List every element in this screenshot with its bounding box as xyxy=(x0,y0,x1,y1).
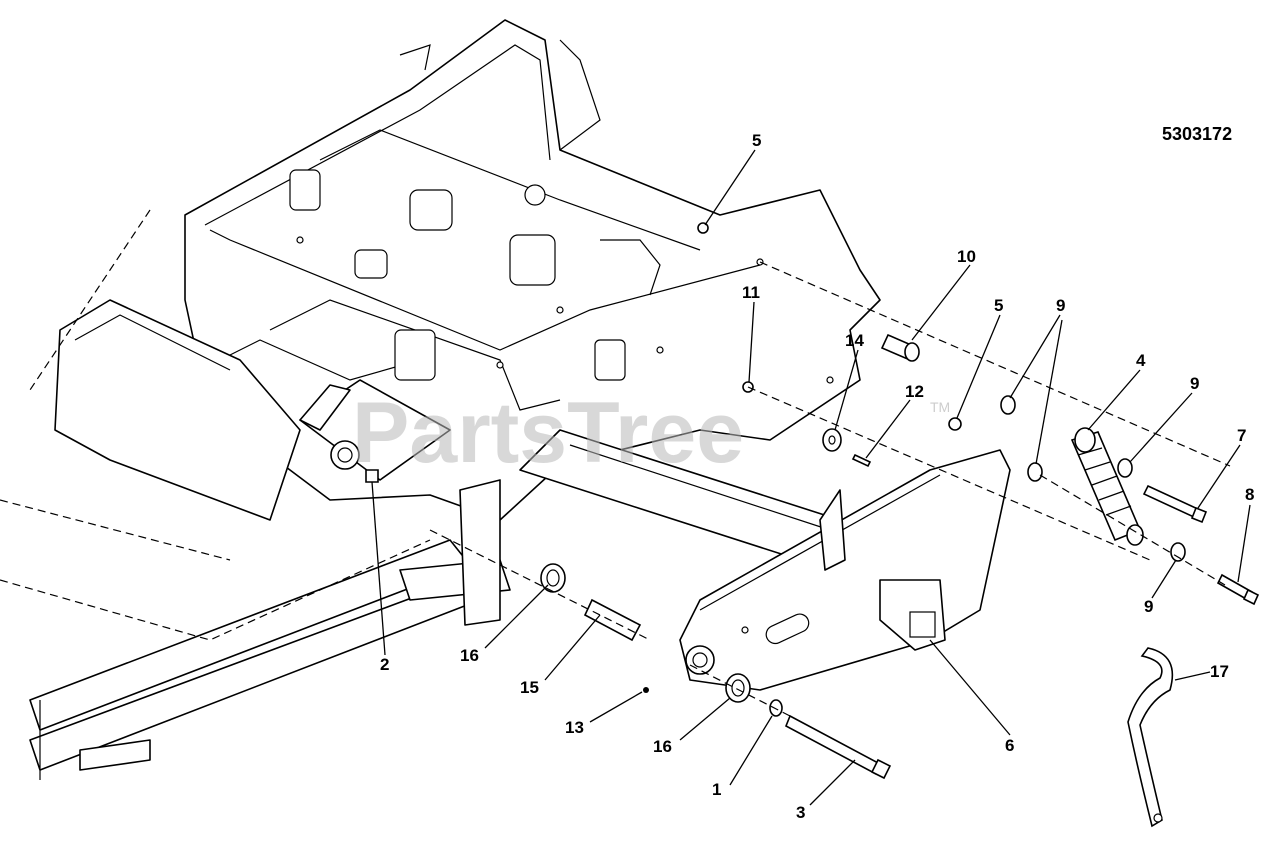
callout-10: 10 xyxy=(957,247,976,266)
document-number: 5303172 xyxy=(1162,124,1232,144)
callout-16-upper: 16 xyxy=(460,646,479,665)
callout-11: 11 xyxy=(742,283,760,302)
callout-12: 12 xyxy=(905,382,924,401)
callout-7: 7 xyxy=(1237,426,1246,445)
callout-9-top: 9 xyxy=(1056,296,1065,315)
callout-leaders xyxy=(371,149,1251,806)
watermark-trademark: TM xyxy=(930,399,950,415)
callout-labels: 1 2 3 4 5 5 6 7 8 9 9 9 10 11 12 13 14 1… xyxy=(380,131,1254,822)
callout-8: 8 xyxy=(1245,485,1254,504)
watermark: PartsTree TM xyxy=(352,385,950,481)
lower-frame-rails xyxy=(0,209,511,780)
callout-5-upper: 5 xyxy=(752,131,761,150)
callout-4: 4 xyxy=(1136,351,1146,370)
cross-member xyxy=(299,379,841,561)
callout-13: 13 xyxy=(565,718,584,737)
callout-9-shock: 9 xyxy=(1190,374,1199,393)
callout-14: 14 xyxy=(845,331,864,350)
assembly-centerlines xyxy=(429,261,1231,717)
callout-5-lower: 5 xyxy=(994,296,1003,315)
callout-15: 15 xyxy=(520,678,539,697)
callout-9-bottom: 9 xyxy=(1144,597,1153,616)
callout-3: 3 xyxy=(796,803,805,822)
watermark-text: PartsTree xyxy=(352,385,744,481)
callout-16-lower: 16 xyxy=(653,737,672,756)
callout-1: 1 xyxy=(712,780,721,799)
rear-arm-bracket xyxy=(679,449,1011,691)
callout-2: 2 xyxy=(380,655,389,674)
callout-6: 6 xyxy=(1005,736,1014,755)
hardware-parts xyxy=(365,222,1260,828)
callout-17: 17 xyxy=(1210,662,1229,681)
